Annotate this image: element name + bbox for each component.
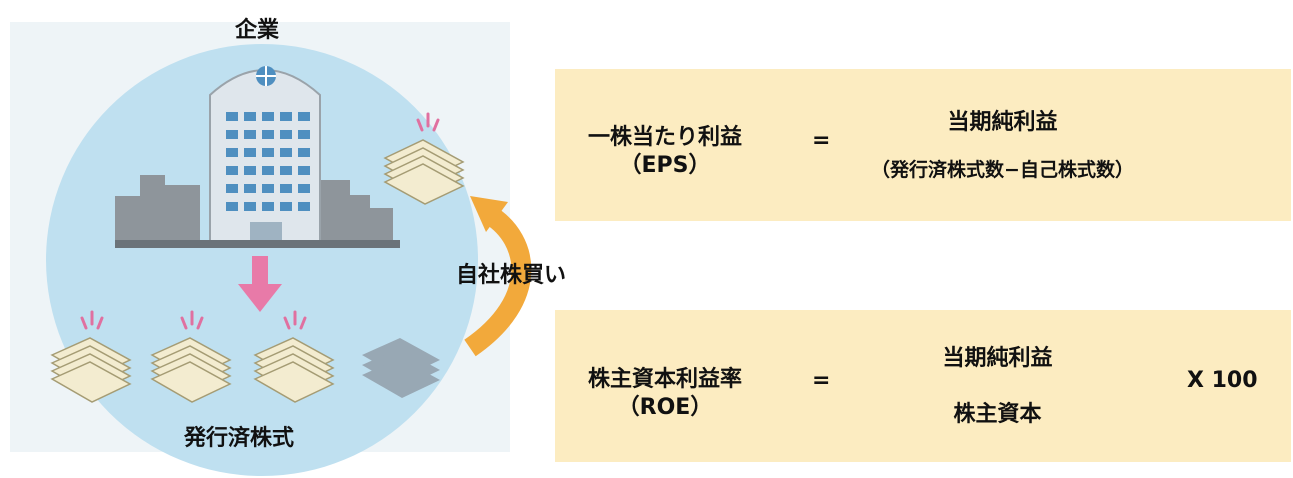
roe-equals: = <box>812 368 831 393</box>
roe-name-line2: （ROE） <box>617 395 713 420</box>
roe-name: 株主資本利益率 （ROE） <box>560 366 770 422</box>
buyback-label: 自社株買い <box>456 263 567 288</box>
shares-label: 発行済株式 <box>184 426 295 451</box>
company-label: 企業 <box>235 18 280 43</box>
roe-denominator: 株主資本 <box>953 402 1042 427</box>
sparkle-marks <box>80 112 440 330</box>
eps-name-line1: 一株当たり利益 <box>587 125 742 150</box>
faded-certificate-stack <box>362 338 440 398</box>
eps-panel <box>555 69 1291 221</box>
city-skyline-icon <box>115 175 393 246</box>
eps-name-line2: （EPS） <box>619 153 711 178</box>
eps-name: 一株当たり利益 （EPS） <box>560 124 770 180</box>
roe-numerator: 当期純利益 <box>942 346 1053 371</box>
building-icon <box>209 66 321 247</box>
stock-certificate-icon <box>50 139 465 403</box>
eps-equals: = <box>812 128 831 153</box>
buyback-arrow <box>464 196 532 357</box>
roe-multiplier: X 100 <box>1187 368 1258 393</box>
roe-name-line1: 株主資本利益率 <box>587 367 742 392</box>
eps-numerator: 当期純利益 <box>947 110 1058 135</box>
pink-arrow <box>238 256 282 312</box>
eps-denominator: （発行済株式数−自己株式数） <box>871 159 1134 181</box>
roe-panel <box>555 310 1291 462</box>
